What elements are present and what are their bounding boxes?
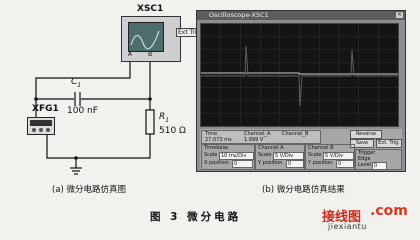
function-generator-instrument[interactable] xyxy=(27,117,55,135)
close-icon[interactable]: × xyxy=(396,11,403,18)
channel-b-label: Channel B xyxy=(308,145,334,151)
channel-a-scale-label: Scale xyxy=(258,152,272,158)
capacitor-ref-sub: 1 xyxy=(77,81,82,89)
readout-channel-a-value: 1.999 V xyxy=(244,137,264,143)
resistor-value: 510 Ω xyxy=(159,126,186,136)
figure-page: XSC1 A B Ext Trig C1 100 nF R1 510 Ω XFG… xyxy=(27,4,408,231)
oscilloscope-title: Oscilloscope-XSC1 xyxy=(209,11,269,19)
channel-b-scale-field[interactable]: 5 V/Div xyxy=(323,152,354,160)
watermark-url: jiexiantu xyxy=(328,222,367,231)
generator-label: XFG1 xyxy=(32,104,59,114)
timebase-group: Timebase Scale 10 ms/Div X position 0 xyxy=(201,144,255,170)
capacitor-value: 100 nF xyxy=(67,106,98,116)
watermark-suffix: .com xyxy=(370,203,408,219)
oscilloscope-display-svg xyxy=(201,24,398,126)
readout-header-channel-a: Channel_A xyxy=(244,131,271,137)
oscilloscope-instrument[interactable]: A B xyxy=(121,16,181,62)
channel-a-ypos-field[interactable]: 0 xyxy=(286,160,304,168)
trigger-group: Trigger Edge Level 0 xyxy=(355,149,402,170)
watermark-brand: 接线图 xyxy=(322,210,362,225)
save-button[interactable]: Save xyxy=(350,139,374,148)
channel-a-scale-field[interactable]: 5 V/Div xyxy=(273,152,304,160)
scope-thumbnail-trace xyxy=(130,30,160,50)
readout-time-value: 27.073 ms xyxy=(205,137,232,143)
resistor-ref-sub: 1 xyxy=(165,116,170,124)
channel-b-ypos-field[interactable]: 0 xyxy=(336,160,354,168)
channel-a-label: Channel A xyxy=(258,145,284,151)
resistor-ref: R1 xyxy=(159,112,169,126)
scope-thumbnail-screen xyxy=(128,22,164,52)
channel-a-group: Channel A Scale 5 V/Div Y position 0 xyxy=(255,144,305,170)
oscilloscope-titlebar[interactable]: Oscilloscope-XSC1 × xyxy=(197,11,405,20)
generator-face xyxy=(30,120,52,132)
channel-b-trace xyxy=(201,45,398,107)
timebase-scale-field[interactable]: 10 ms/Div xyxy=(219,152,254,160)
trigger-level-field[interactable]: 0 xyxy=(372,162,387,170)
readout-table: Time Channel_A Channel_B 27.073 ms 1.999… xyxy=(201,130,321,144)
channel-a-ypos-label: Y position xyxy=(258,160,283,166)
timebase-xpos-field[interactable]: 0 xyxy=(232,160,253,168)
resistor-ref-letter: R xyxy=(159,112,166,122)
terminal-a-label: A xyxy=(128,51,133,58)
timebase-scale-label: Scale xyxy=(204,152,218,158)
oscilloscope-window: Oscilloscope-XSC1 × Time Channel_A Chann… xyxy=(196,10,406,172)
oscilloscope-control-panel: Time Channel_A Channel_B 27.073 ms 1.999… xyxy=(200,129,402,170)
caption-right: (b) 微分电路仿真结果 xyxy=(262,185,345,195)
ext-trig-button[interactable]: Ext. Trig. xyxy=(376,139,402,148)
capacitor-ref: C1 xyxy=(71,77,81,91)
trigger-edge-label: Edge xyxy=(358,156,371,162)
terminal-b-label: B xyxy=(148,51,153,58)
trigger-label: Trigger xyxy=(358,150,376,156)
timebase-xpos-label: X position xyxy=(204,160,229,166)
reverse-button[interactable]: Reverse xyxy=(350,130,382,139)
display-grid xyxy=(201,24,398,126)
terminal-a[interactable]: A xyxy=(128,52,138,58)
timebase-label: Timebase xyxy=(204,145,229,151)
readout-header-time: Time xyxy=(205,131,218,137)
caption-left: (a) 微分电路仿真图 xyxy=(52,185,127,195)
terminal-b[interactable]: B xyxy=(148,52,158,58)
figure-title: 图 3 微分电路 xyxy=(150,211,242,223)
capacitor-ref-letter: C xyxy=(71,77,78,87)
oscilloscope-display xyxy=(200,23,399,127)
channel-b-ypos-label: Y position xyxy=(308,160,333,166)
scope-label: XSC1 xyxy=(137,4,164,14)
trigger-level-label: Level xyxy=(358,162,372,168)
channel-b-group: Channel B Scale 5 V/Div Y position 0 xyxy=(305,144,355,170)
channel-a-trace xyxy=(201,72,398,75)
readout-header-channel-b: Channel_B xyxy=(282,131,309,137)
channel-b-scale-label: Scale xyxy=(308,152,322,158)
